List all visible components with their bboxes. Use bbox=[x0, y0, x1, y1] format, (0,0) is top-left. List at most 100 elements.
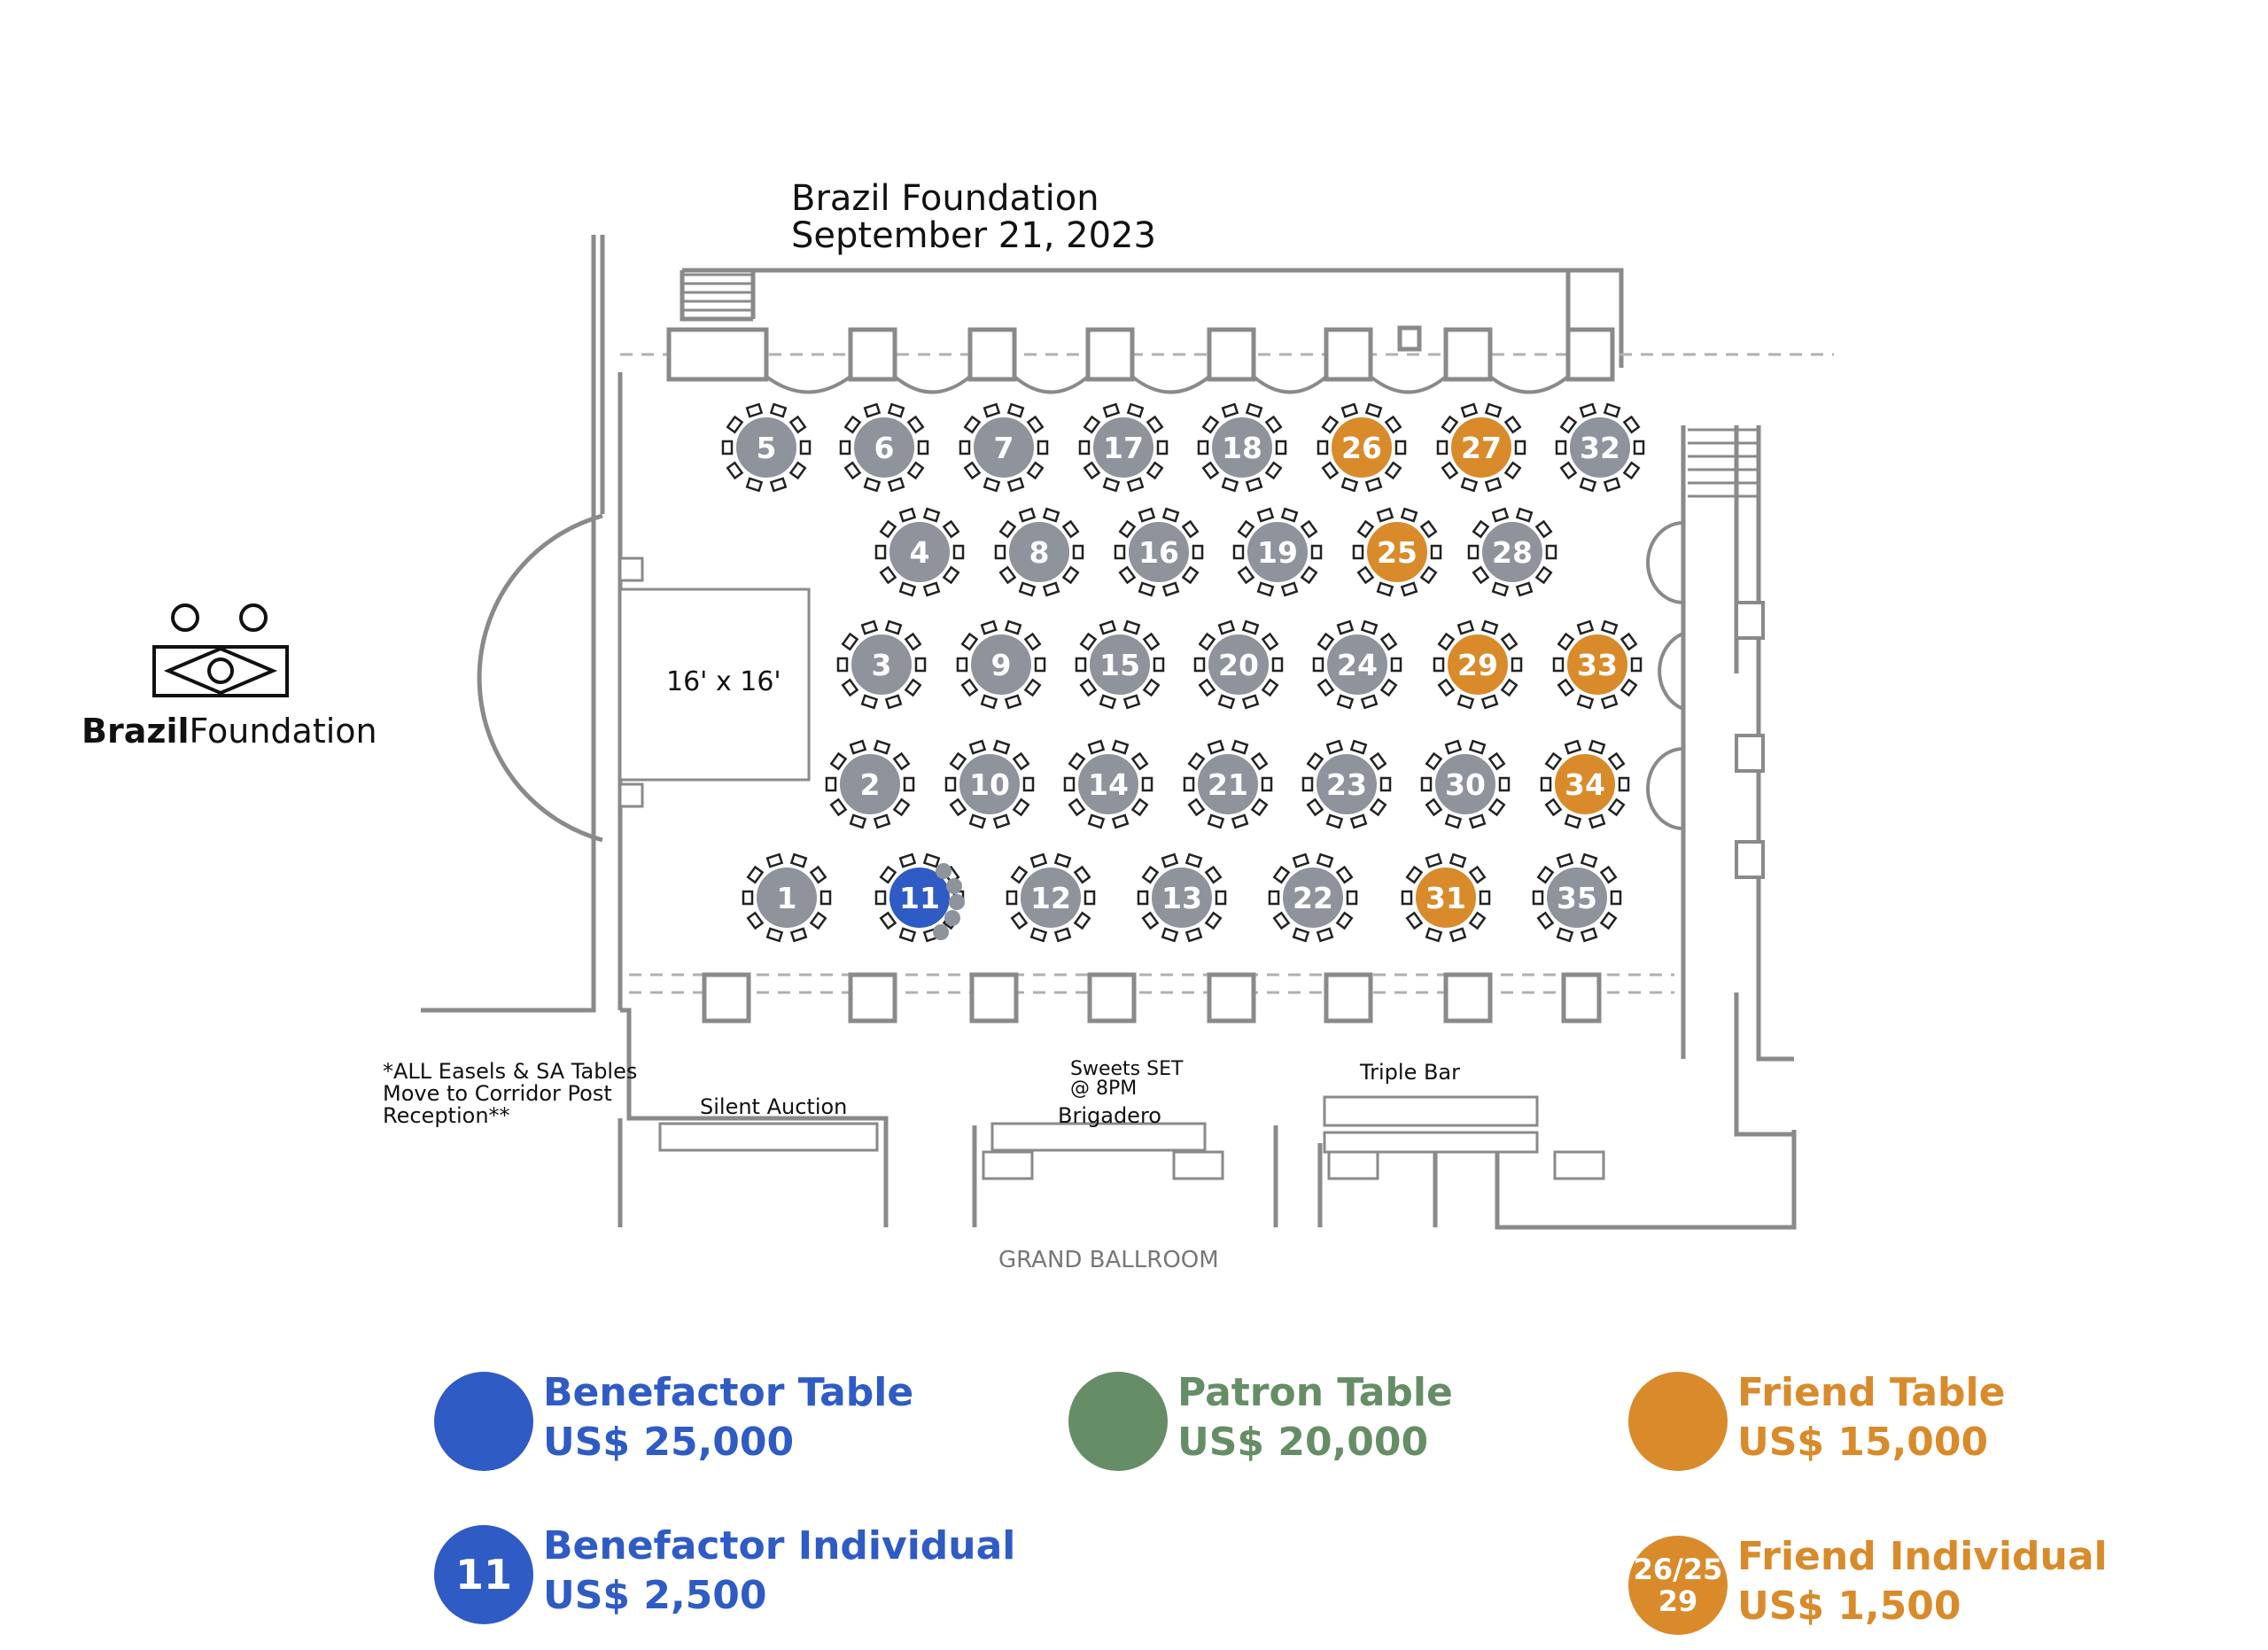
table-25[interactable]: 25 bbox=[1352, 507, 1442, 597]
table-35[interactable]: 35 bbox=[1532, 852, 1622, 943]
chair bbox=[1068, 798, 1086, 817]
table-19[interactable]: 19 bbox=[1232, 507, 1323, 597]
patron-table-price: US$ 20,000 bbox=[1177, 1420, 1429, 1465]
chair bbox=[1156, 440, 1169, 455]
table-28[interactable]: 28 bbox=[1467, 507, 1557, 597]
chair bbox=[1241, 694, 1260, 710]
chair bbox=[1376, 507, 1394, 523]
table-top bbox=[1446, 633, 1510, 697]
chair bbox=[1102, 402, 1121, 418]
table-number: 4 bbox=[910, 535, 930, 570]
chair bbox=[1559, 461, 1578, 480]
table-10[interactable]: 10 bbox=[944, 739, 1035, 829]
table-15[interactable]: 15 bbox=[1075, 619, 1165, 710]
chair bbox=[873, 739, 891, 755]
chair bbox=[1437, 632, 1456, 651]
chair bbox=[1405, 911, 1424, 930]
chair bbox=[1197, 440, 1209, 455]
chair bbox=[1335, 911, 1354, 930]
chair bbox=[1472, 565, 1490, 585]
chair bbox=[765, 852, 784, 868]
friend-table-name: Friend Table bbox=[1737, 1370, 2006, 1415]
friend-individual-name: Friend Individual bbox=[1737, 1534, 2108, 1579]
event-date: September 21, 2023 bbox=[791, 215, 1156, 256]
chair bbox=[992, 739, 1011, 755]
table-26[interactable]: 26 bbox=[1317, 402, 1407, 493]
table-33[interactable]: 33 bbox=[1552, 619, 1643, 710]
table-17[interactable]: 17 bbox=[1078, 402, 1169, 493]
chair bbox=[1198, 632, 1216, 651]
table-2[interactable]: 2 bbox=[825, 739, 915, 829]
table-top bbox=[1150, 866, 1214, 930]
chair bbox=[1618, 776, 1630, 792]
table-23[interactable]: 23 bbox=[1301, 739, 1392, 829]
table-32[interactable]: 32 bbox=[1555, 402, 1645, 493]
chair bbox=[1161, 852, 1179, 868]
table-16[interactable]: 16 bbox=[1114, 507, 1204, 597]
table-29[interactable]: 29 bbox=[1433, 619, 1523, 710]
chair bbox=[1053, 927, 1072, 943]
chair bbox=[942, 565, 960, 585]
chair bbox=[1026, 461, 1045, 480]
benefactor-table-price: US$ 25,000 bbox=[543, 1420, 795, 1465]
table-13[interactable]: 13 bbox=[1137, 852, 1227, 943]
table-5[interactable]: 5 bbox=[721, 402, 812, 493]
table-8[interactable]: 8 bbox=[994, 507, 1084, 597]
table-11[interactable]: 11 bbox=[874, 852, 965, 943]
benefactor-individual-swatch-label: 11 bbox=[454, 1551, 512, 1599]
chair bbox=[1557, 678, 1575, 697]
chair bbox=[1026, 415, 1045, 434]
chair bbox=[994, 544, 1006, 560]
chair bbox=[860, 619, 879, 635]
chair bbox=[1183, 776, 1195, 792]
chair bbox=[1084, 890, 1096, 906]
table-number: 8 bbox=[1029, 535, 1050, 570]
patron-table-name: Patron Table bbox=[1177, 1370, 1453, 1415]
chair bbox=[1564, 739, 1582, 755]
chair bbox=[1576, 619, 1595, 635]
chair bbox=[1250, 798, 1269, 817]
table-30[interactable]: 30 bbox=[1420, 739, 1511, 829]
table-top bbox=[852, 416, 916, 479]
silent-auction-label: Silent Auction bbox=[700, 1094, 848, 1119]
table-number: 3 bbox=[872, 648, 892, 682]
right-arches bbox=[1646, 521, 1765, 879]
chair bbox=[1301, 776, 1314, 792]
table-24[interactable]: 24 bbox=[1312, 619, 1402, 710]
table-4[interactable]: 4 bbox=[874, 507, 965, 597]
chair bbox=[1364, 402, 1383, 418]
event-title: Brazil Foundation September 21, 2023 bbox=[791, 180, 1156, 254]
table-22[interactable]: 22 bbox=[1268, 852, 1358, 943]
table-27[interactable]: 27 bbox=[1436, 402, 1526, 493]
table-14[interactable]: 14 bbox=[1063, 739, 1153, 829]
table-20[interactable]: 20 bbox=[1193, 619, 1284, 710]
chair bbox=[825, 776, 837, 792]
chair bbox=[1356, 565, 1375, 585]
chair bbox=[1552, 657, 1565, 673]
table-7[interactable]: 7 bbox=[959, 402, 1049, 493]
chair bbox=[1559, 415, 1578, 434]
table-1[interactable]: 1 bbox=[742, 852, 832, 943]
chair bbox=[874, 544, 887, 560]
chair bbox=[1181, 519, 1200, 539]
chair bbox=[1126, 402, 1145, 418]
stage bbox=[618, 556, 811, 808]
chair bbox=[1588, 813, 1606, 829]
chair bbox=[1126, 477, 1145, 493]
easel-note: *ALL Easels & SA Tables Move to Corridor… bbox=[383, 1061, 637, 1127]
table-31[interactable]: 31 bbox=[1401, 852, 1491, 943]
table-3[interactable]: 3 bbox=[836, 619, 927, 710]
table-12[interactable]: 12 bbox=[1006, 852, 1096, 943]
table-6[interactable]: 6 bbox=[839, 402, 929, 493]
chair bbox=[904, 678, 922, 697]
table-21[interactable]: 21 bbox=[1183, 739, 1273, 829]
table-number: 6 bbox=[874, 431, 895, 465]
chair bbox=[1419, 519, 1438, 539]
chair bbox=[1193, 657, 1206, 673]
chair bbox=[1271, 657, 1284, 673]
bottom-pilasters bbox=[702, 972, 1602, 1023]
chair bbox=[914, 657, 927, 673]
table-34[interactable]: 34 bbox=[1540, 739, 1630, 829]
table-9[interactable]: 9 bbox=[956, 619, 1046, 710]
table-18[interactable]: 18 bbox=[1197, 402, 1287, 493]
